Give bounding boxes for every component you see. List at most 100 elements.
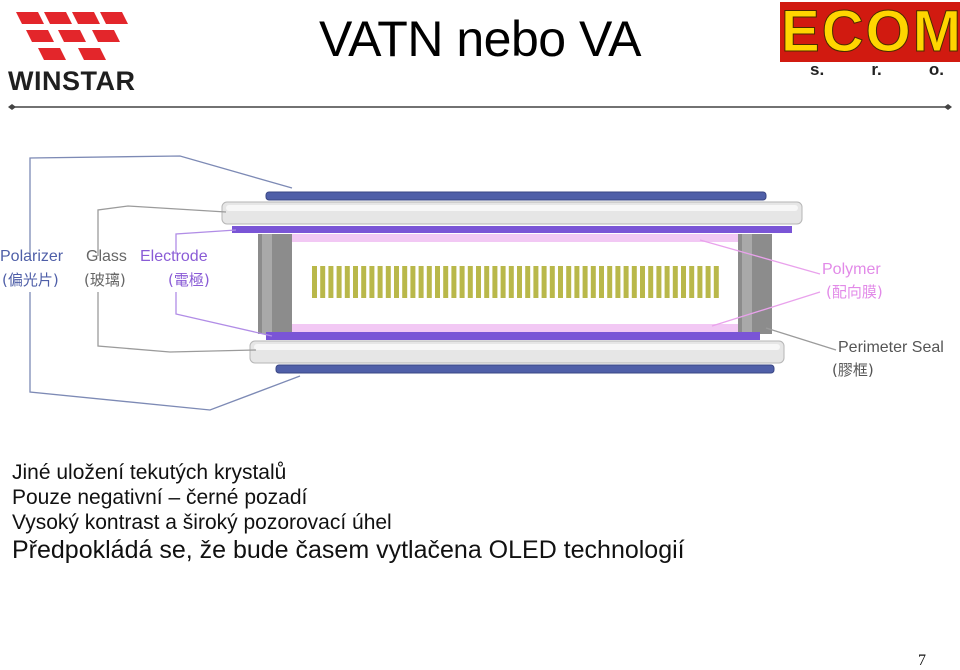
electrode-leader-top: [175, 229, 237, 254]
polymer-leader-bottom: [711, 291, 821, 327]
bottom-polymer: [292, 324, 738, 332]
liquid-crystal-rod: [459, 266, 465, 298]
liquid-crystal-rod: [451, 266, 457, 298]
polarizer-leader-top: [29, 155, 293, 254]
polymer-label: Polymer: [822, 261, 881, 278]
page-title: VATN nebo VA: [319, 11, 641, 67]
liquid-crystal-rod: [525, 266, 531, 298]
liquid-crystal-rod: [361, 266, 367, 298]
liquid-crystal-rod: [328, 266, 334, 298]
bullet-line-2: Pouze negativní – černé pozadí: [12, 486, 308, 509]
polarizer-leader-bottom: [29, 292, 301, 411]
ecom-subtitle: s. r. o.: [810, 60, 956, 82]
ecom-sub-o: o.: [928, 60, 944, 79]
winstar-logo: WINSTAR: [8, 4, 148, 96]
liquid-crystal-rod: [713, 266, 719, 298]
liquid-crystal-rod: [558, 266, 563, 298]
liquid-crystal-rod: [443, 266, 449, 298]
liquid-crystal-rod: [312, 266, 317, 298]
winstar-emblem-icon: [16, 12, 128, 60]
liquid-crystal-rod: [500, 266, 506, 298]
liquid-crystal-rod: [648, 266, 654, 298]
liquid-crystal-rod: [599, 266, 604, 298]
divider-diamond-icon: [944, 104, 952, 110]
ecom-wordmark: E C O M: [780, 0, 960, 64]
glass-leader-bottom: [97, 292, 257, 353]
page-number: 7: [918, 652, 926, 669]
liquid-crystal-rod: [426, 266, 432, 298]
liquid-crystal-rod: [566, 266, 572, 298]
perimeter-seal-label-zh: (膠框): [832, 361, 874, 379]
header-divider: [8, 104, 952, 110]
polymer-label-zh: (配向膜): [826, 283, 883, 301]
bullet-line-4: Předpokládá se, že bude časem vytlačena …: [12, 536, 685, 564]
liquid-crystal-rod: [492, 266, 498, 298]
ecom-logo: E C O M s. r. o.: [780, 1, 960, 84]
liquid-crystal-rod: [344, 266, 350, 298]
liquid-crystal-rod: [517, 266, 522, 298]
seal-leader: [765, 327, 837, 351]
liquid-crystal-rod: [689, 266, 695, 298]
bottom-electrode: [266, 332, 760, 340]
ecom-letter: O: [864, 0, 912, 64]
top-polymer: [292, 234, 738, 242]
perimeter-seal-label: Perimeter Seal: [838, 339, 944, 356]
liquid-crystal-rod: [623, 266, 629, 298]
liquid-crystal-rod: [533, 266, 539, 298]
liquid-crystal-rod: [615, 266, 621, 298]
divider-diamond-icon: [8, 104, 16, 110]
liquid-crystal-rod: [385, 266, 391, 298]
liquid-crystal-rod: [369, 266, 375, 298]
bullet-line-3: Vysoký kontrast a široký pozorovací úhel: [12, 511, 392, 534]
liquid-crystal-rod: [418, 266, 424, 298]
polarizer-label-zh: (偏光片): [2, 271, 59, 289]
top-electrode: [232, 226, 792, 233]
liquid-crystal-rod: [320, 266, 326, 298]
liquid-crystal-rod: [410, 266, 416, 298]
liquid-crystal-rod: [631, 266, 637, 298]
liquid-crystal-rod: [508, 266, 514, 298]
liquid-crystal-rod: [476, 266, 481, 298]
liquid-crystal-molecules: [312, 266, 719, 298]
liquid-crystal-rod: [541, 266, 547, 298]
glass-leader-top: [97, 205, 227, 256]
ecom-sub-r: r.: [871, 60, 882, 79]
ecom-letter: E: [780, 0, 821, 64]
liquid-crystal-rod: [402, 266, 408, 298]
liquid-crystal-rod: [353, 266, 358, 298]
electrode-label: Electrode: [140, 248, 208, 265]
liquid-crystal-rod: [672, 266, 678, 298]
liquid-crystal-rod: [435, 266, 440, 298]
winstar-wordmark: WINSTAR: [8, 66, 136, 96]
ecom-letter: C: [820, 0, 865, 64]
liquid-crystal-rod: [697, 266, 703, 298]
lcd-cross-section-diagram: Polarizer (偏光片) Glass (玻璃) Electrode (電極…: [0, 155, 944, 411]
liquid-crystal-rod: [607, 266, 613, 298]
bullet-list: Jiné uložení tekutých krystalů Pouze neg…: [12, 460, 932, 566]
ecom-sub-s: s.: [810, 60, 825, 79]
liquid-crystal-rod: [640, 266, 645, 298]
liquid-crystal-rod: [394, 266, 399, 298]
ecom-letter: M: [911, 1, 960, 62]
electrode-leader-bottom: [175, 292, 273, 337]
polarizer-label: Polarizer: [0, 248, 64, 265]
polymer-leader-top: [699, 239, 821, 275]
glass-label-zh: (玻璃): [84, 271, 126, 289]
liquid-crystal-rod: [574, 266, 580, 298]
electrode-label-zh: (電極): [168, 271, 210, 289]
top-polarizer: [265, 191, 767, 201]
bullet-line-1: Jiné uložení tekutých krystalů: [12, 461, 287, 484]
liquid-crystal-rod: [377, 266, 383, 298]
liquid-crystal-rod: [681, 266, 686, 298]
liquid-crystal-rod: [582, 266, 588, 298]
glass-label: Glass: [86, 248, 127, 265]
liquid-crystal-rod: [467, 266, 473, 298]
liquid-crystal-rod: [590, 266, 596, 298]
liquid-crystal-rod: [549, 266, 555, 298]
liquid-crystal-rod: [705, 266, 711, 298]
liquid-crystal-rod: [656, 266, 662, 298]
liquid-crystal-rod: [484, 266, 490, 298]
liquid-crystal-rod: [336, 266, 342, 298]
liquid-crystal-rod: [664, 266, 670, 298]
bottom-polarizer: [275, 364, 775, 374]
